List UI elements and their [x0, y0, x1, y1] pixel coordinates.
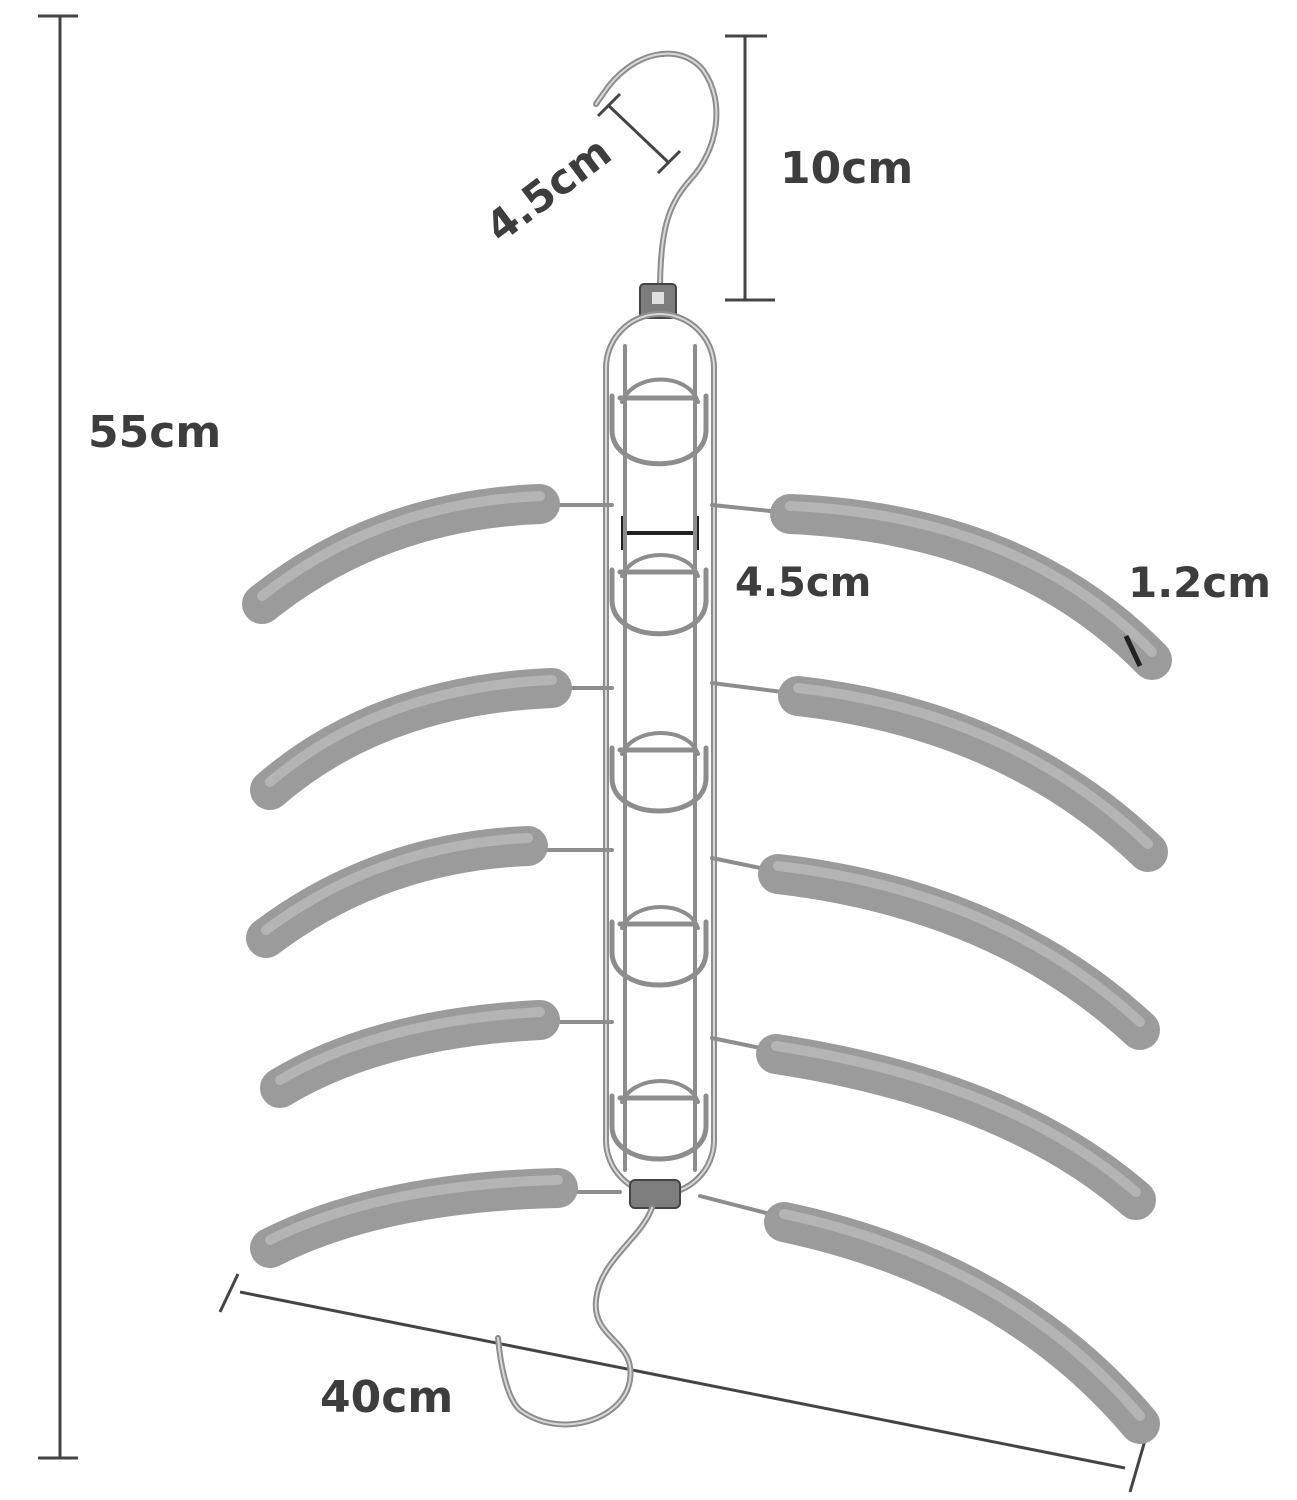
- frame-slot: [609, 377, 709, 467]
- frame-slot: [609, 905, 709, 988]
- bottom-hook: [495, 1179, 681, 1428]
- slot-spacing-label: 4.5cm: [735, 560, 871, 606]
- hook-opening-dimension: [596, 92, 682, 175]
- right-arms: [698, 494, 1172, 1444]
- left-arms: [242, 484, 622, 1268]
- height-dimension: [38, 14, 78, 1460]
- slot-spacing-dimension: [621, 516, 699, 550]
- foam-thickness-label: 1.2cm: [1128, 558, 1271, 607]
- top-hook: [593, 50, 720, 319]
- height-label: 55cm: [88, 407, 221, 458]
- frame-slot: [609, 731, 709, 814]
- hook-height-label: 10cm: [780, 143, 913, 194]
- frame-slot: [609, 553, 709, 637]
- width-label: 40cm: [320, 1372, 453, 1423]
- hanger-frame: [603, 311, 717, 1197]
- hook-opening-label: 4.5cm: [477, 127, 621, 252]
- hook-height-dimension: [725, 34, 775, 302]
- frame-slot: [609, 1079, 709, 1162]
